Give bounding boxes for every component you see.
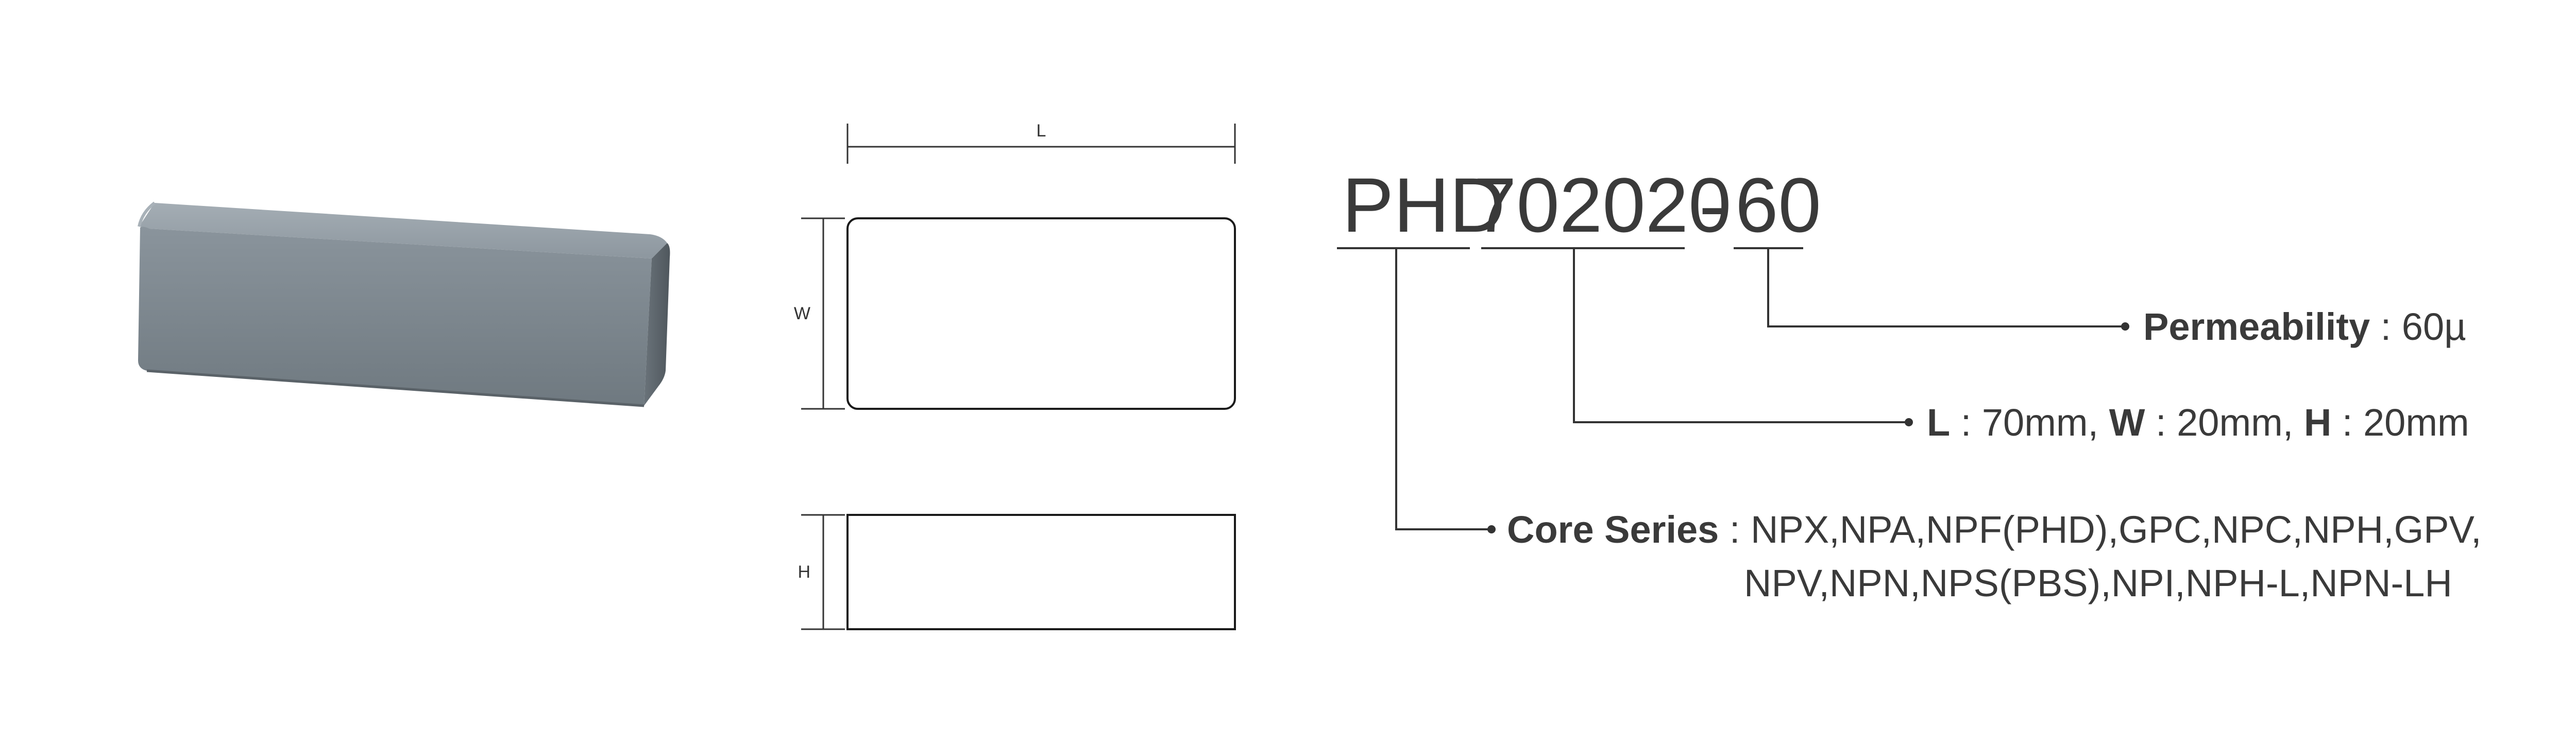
core-series-legend-sep: : [1719, 508, 1751, 551]
size-legend-h-label: H [2304, 401, 2331, 444]
permeability-leader [1767, 248, 2123, 327]
height-dimension-label: H [798, 562, 810, 582]
core-top-left-edge [138, 201, 156, 227]
core-side-face [644, 243, 670, 406]
size-legend-l-value: : 70mm, [1950, 401, 2109, 444]
size-legend-h-value: : 20mm [2331, 401, 2469, 444]
permeability-legend-value: 60µ [2402, 305, 2466, 348]
top-view-outline [846, 217, 1236, 410]
size-legend-w-value: : 20mm, [2145, 401, 2303, 444]
length-dimension-label: L [1037, 121, 1046, 141]
width-dimension [801, 217, 845, 410]
part-number-permeability: 60 [1735, 162, 1821, 248]
core-front-bottom-edge [146, 369, 645, 407]
part-number-dash: - [1699, 162, 1725, 248]
leader-lines [1337, 247, 2123, 530]
permeability-legend-label: Permeability [2143, 305, 2370, 348]
side-view-outline [846, 514, 1236, 630]
size-bullet [1905, 418, 1913, 426]
size-legend-l-label: L [1927, 401, 1950, 444]
core-series-line1: NPX,NPA,NPF(PHD),GPC,NPC,NPH,GPV, [1751, 508, 2482, 551]
core-series-legend-label: Core Series [1507, 508, 1719, 551]
width-dimension-label: W [794, 304, 810, 323]
size-legend-w-label: W [2109, 401, 2145, 444]
series-bullet [1487, 525, 1496, 533]
permeability-legend-sep: : [2370, 305, 2402, 348]
height-dimension [801, 514, 845, 630]
part-number-series: PHD [1342, 162, 1505, 248]
core-front-face [138, 227, 652, 406]
size-legend: L : 70mm, W : 20mm, H : 20mm [1927, 401, 2469, 444]
length-dimension [846, 124, 1236, 164]
size-leader [1573, 248, 1906, 423]
part-number-size: 702020 [1473, 162, 1732, 248]
core-top-face [139, 203, 667, 258]
series-leader [1395, 248, 1489, 530]
core-series-line2: NPV,NPN,NPS(PBS),NPI,NPH-L,NPN-LH [1744, 562, 2452, 604]
permeability-legend: Permeability : 60µ [2143, 305, 2466, 348]
permeability-bullet [2121, 322, 2129, 331]
core-3d-illustration [138, 201, 670, 407]
core-series-legend: Core Series : NPX,NPA,NPF(PHD),GPC,NPC,N… [1507, 508, 2482, 551]
